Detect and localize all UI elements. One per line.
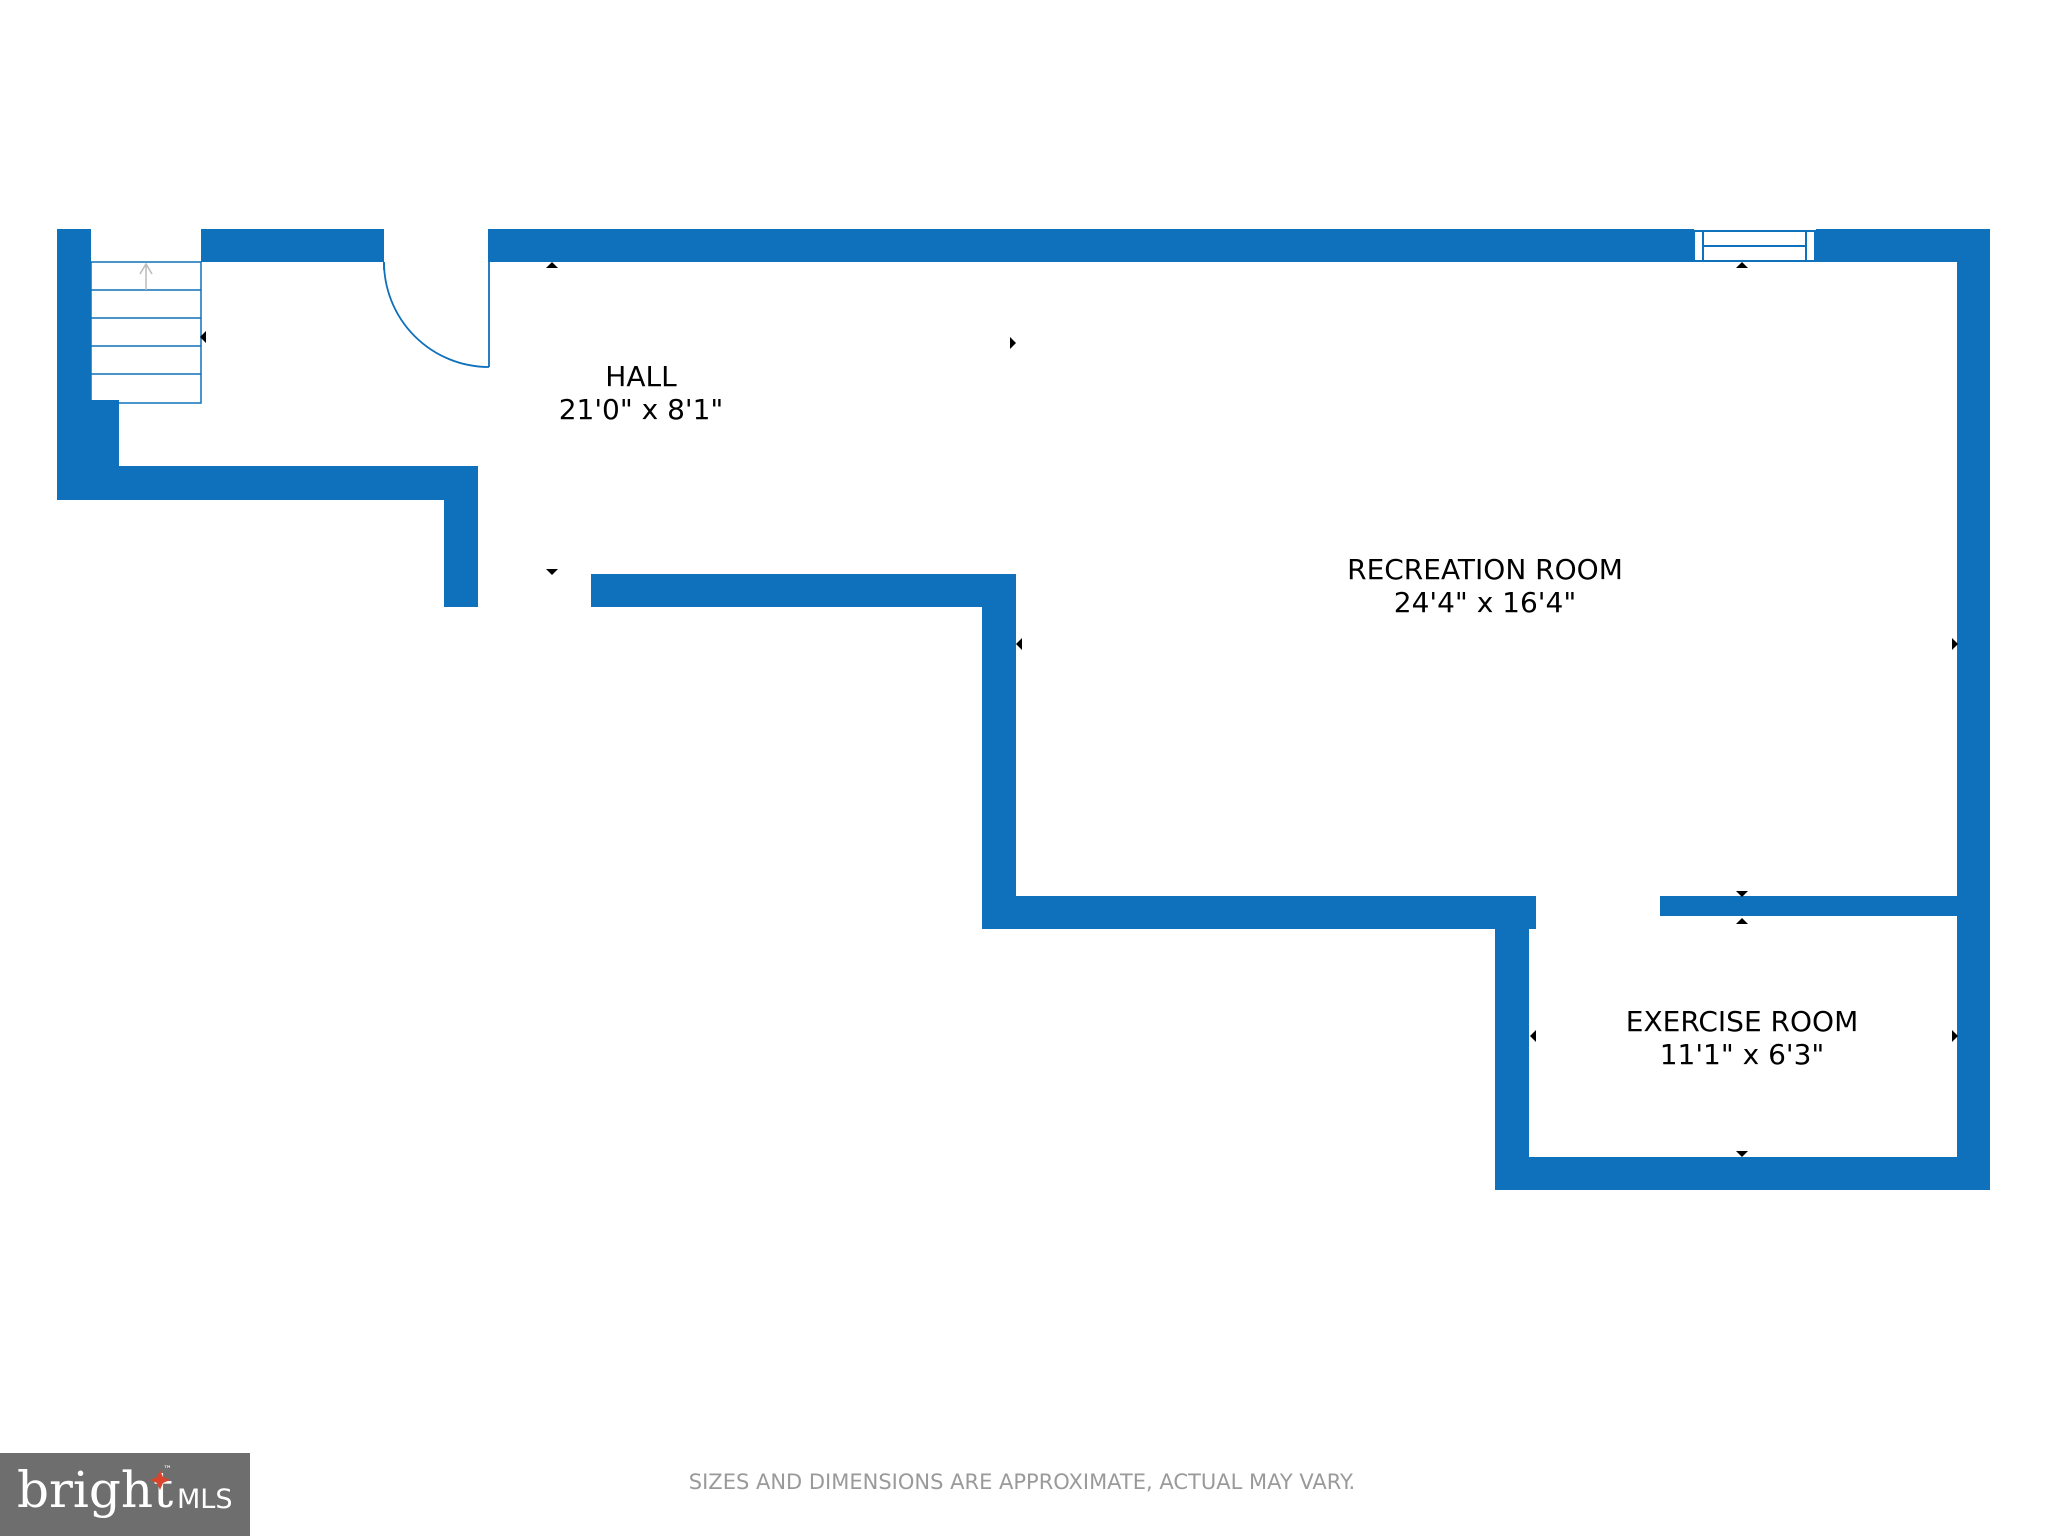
wall-exercise-partition <box>1660 896 1957 916</box>
wall-exercise-left <box>1495 896 1529 1190</box>
disclaimer-text: SIZES AND DIMENSIONS ARE APPROXIMATE, AC… <box>689 1470 1355 1494</box>
door-swing <box>383 261 490 368</box>
opening-hall-lower <box>478 573 591 608</box>
wall-rec-left <box>982 574 1016 929</box>
stair-opening <box>91 228 201 264</box>
room-dimensions: 24'4" x 16'4" <box>1394 586 1576 619</box>
room-label-hall: HALL 21'0" x 8'1" <box>559 360 724 426</box>
wall-right <box>1957 229 1990 1190</box>
wall-hall-bottom <box>57 466 478 500</box>
marker-icon <box>1010 337 1016 349</box>
room-name: EXERCISE ROOM <box>1626 1005 1859 1038</box>
window-top <box>1693 230 1816 262</box>
star-icon <box>150 1470 170 1490</box>
room-name: RECREATION ROOM <box>1347 553 1623 586</box>
marker-icon <box>1736 891 1748 897</box>
stairs <box>90 261 202 404</box>
wall-top <box>57 229 1990 262</box>
marker-icon <box>546 569 558 575</box>
marker-icon <box>1736 918 1748 924</box>
marker-icon <box>1736 262 1748 268</box>
marker-icon <box>1952 1030 1958 1042</box>
dimension-markers <box>200 262 1958 1157</box>
marker-icon <box>1736 1151 1748 1157</box>
marker-icon <box>1016 638 1022 650</box>
marker-icon <box>1530 1030 1536 1042</box>
wall-exercise-bottom <box>1495 1157 1990 1190</box>
logo-trademark: ™ <box>163 1465 172 1475</box>
marker-icon <box>1952 638 1958 650</box>
door-opening-top <box>384 228 488 264</box>
walls <box>57 229 1990 1190</box>
bright-mls-logo: bright ™ MLS <box>0 1453 250 1536</box>
stair-arrow-icon <box>139 262 153 275</box>
room-dimensions: 11'1" x 6'3" <box>1660 1038 1825 1071</box>
marker-icon <box>200 331 206 343</box>
logo-brand-text: bright <box>17 1461 173 1519</box>
marker-icon <box>546 262 558 268</box>
room-label-exercise-room: EXERCISE ROOM 11'1" x 6'3" <box>1626 1005 1859 1071</box>
doorway-exercise <box>1536 895 1660 917</box>
room-label-recreation-room: RECREATION ROOM 24'4" x 16'4" <box>1347 553 1623 619</box>
wall-rec-bottom <box>982 896 1536 929</box>
logo-suffix-text: MLS <box>177 1484 232 1515</box>
room-dimensions: 21'0" x 8'1" <box>559 393 724 426</box>
room-name: HALL <box>605 360 677 393</box>
